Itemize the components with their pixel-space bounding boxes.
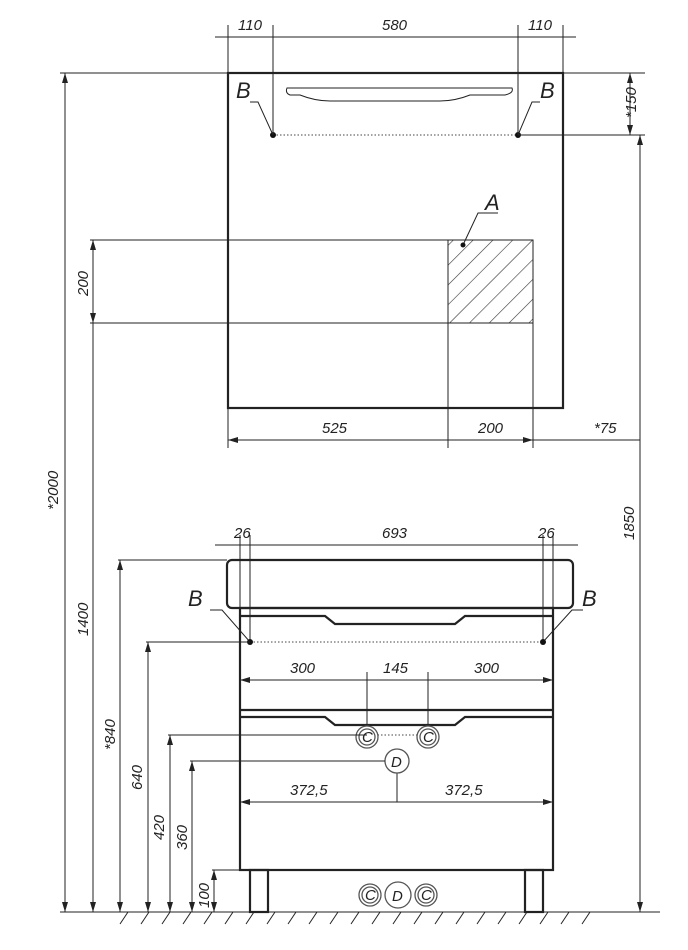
floor-hatch <box>245 911 255 925</box>
dim-cabinet-top-height: *840 <box>102 718 119 750</box>
floor-hatch <box>287 911 297 925</box>
dim-left-inset: 26 <box>233 525 251 542</box>
hot-water-marker: C <box>416 725 440 749</box>
floor-hatch <box>560 911 570 925</box>
leg-right <box>523 868 545 914</box>
floor-hatch <box>539 911 549 925</box>
floor-hatch <box>182 911 192 925</box>
leg-left <box>248 868 270 914</box>
drain-marker: D <box>384 748 410 774</box>
floor-hatch <box>581 911 591 925</box>
dim-mirror-left-margin: 110 <box>238 17 263 34</box>
cold-water-marker: C <box>355 725 379 749</box>
dim-right-offset: *75 <box>594 420 617 437</box>
vanity-cabinet: B B C C D C D C 26 693 26 300 145 300 37… <box>188 525 597 914</box>
dim-cabinet-width: 693 <box>382 525 408 542</box>
floor-hatch <box>224 911 234 925</box>
sink-top <box>225 558 575 610</box>
cabinet-point-b-right-label: B <box>582 586 597 611</box>
dim-mirror-right-margin: 110 <box>528 17 553 34</box>
cabinet-point-b-left-label: B <box>188 586 203 611</box>
floor-hatch <box>455 911 465 925</box>
dim-mirror-bottom-height: 1400 <box>75 602 92 636</box>
floor-hatch <box>476 911 486 925</box>
svg-text:C: C <box>365 887 376 904</box>
floor-hatch <box>140 911 150 925</box>
lower-drawer-handle <box>240 708 553 727</box>
dim-leg-height: 100 <box>196 882 213 908</box>
floor-hatch <box>350 911 360 925</box>
dim-right-inset: 26 <box>537 525 555 542</box>
svg-text:C: C <box>421 887 432 904</box>
floor-hatch <box>203 911 213 925</box>
floor-connection-markers: C D C <box>358 881 438 909</box>
floor-hatch <box>518 911 528 925</box>
svg-text:D: D <box>391 754 402 771</box>
dim-water-height: 420 <box>151 814 168 840</box>
dim-left-spacing: 300 <box>290 660 316 677</box>
mirror-point-b-right-label: B <box>540 78 555 103</box>
floor-hatch <box>392 911 402 925</box>
floor-hatch <box>308 911 318 925</box>
floor-hatch <box>413 911 423 925</box>
dim-drain-left: 372,5 <box>290 782 328 799</box>
svg-text:C: C <box>423 729 434 746</box>
height-dimensions: *2000 200 1400 1850 *840 640 420 360 100 <box>45 73 643 912</box>
dim-mirror-top-offset: *150 <box>623 86 640 118</box>
dim-total-height: *2000 <box>45 470 62 510</box>
dim-cabinet-mount-height: 640 <box>129 764 146 790</box>
dim-drain-right: 372,5 <box>445 782 483 799</box>
dim-mirror-mount-height: 1850 <box>621 506 638 540</box>
floor-hatch <box>434 911 444 925</box>
dim-mirror-left-width: 525 <box>322 420 348 437</box>
floor-hatch <box>329 911 339 925</box>
svg-text:C: C <box>362 729 373 746</box>
dim-drain-height: 360 <box>174 824 191 850</box>
floor-line <box>60 911 660 925</box>
upper-drawer-handle <box>240 614 553 626</box>
dim-mirror-center: 580 <box>382 17 408 34</box>
cabinet-point-b-right-dot <box>540 639 546 645</box>
dim-panel-width: 200 <box>477 420 504 437</box>
dim-center-spacing: 145 <box>383 660 409 677</box>
zone-a-label: A <box>483 190 500 215</box>
floor-hatch <box>371 911 381 925</box>
dim-right-spacing: 300 <box>474 660 500 677</box>
svg-text:D: D <box>392 888 403 905</box>
zone-a-hatched-area <box>447 239 534 324</box>
mirror-point-b-left-label: B <box>236 78 251 103</box>
floor-hatch <box>497 911 507 925</box>
cabinet-body <box>238 606 555 872</box>
mirror-shelf <box>285 87 513 102</box>
mirror: B B A 110 580 110 *150 525 200 *75 <box>60 17 645 448</box>
floor-hatch <box>119 911 129 925</box>
floor-hatch <box>161 911 171 925</box>
dim-mirror-panel-height: 200 <box>75 270 92 297</box>
floor-hatch <box>266 911 276 925</box>
